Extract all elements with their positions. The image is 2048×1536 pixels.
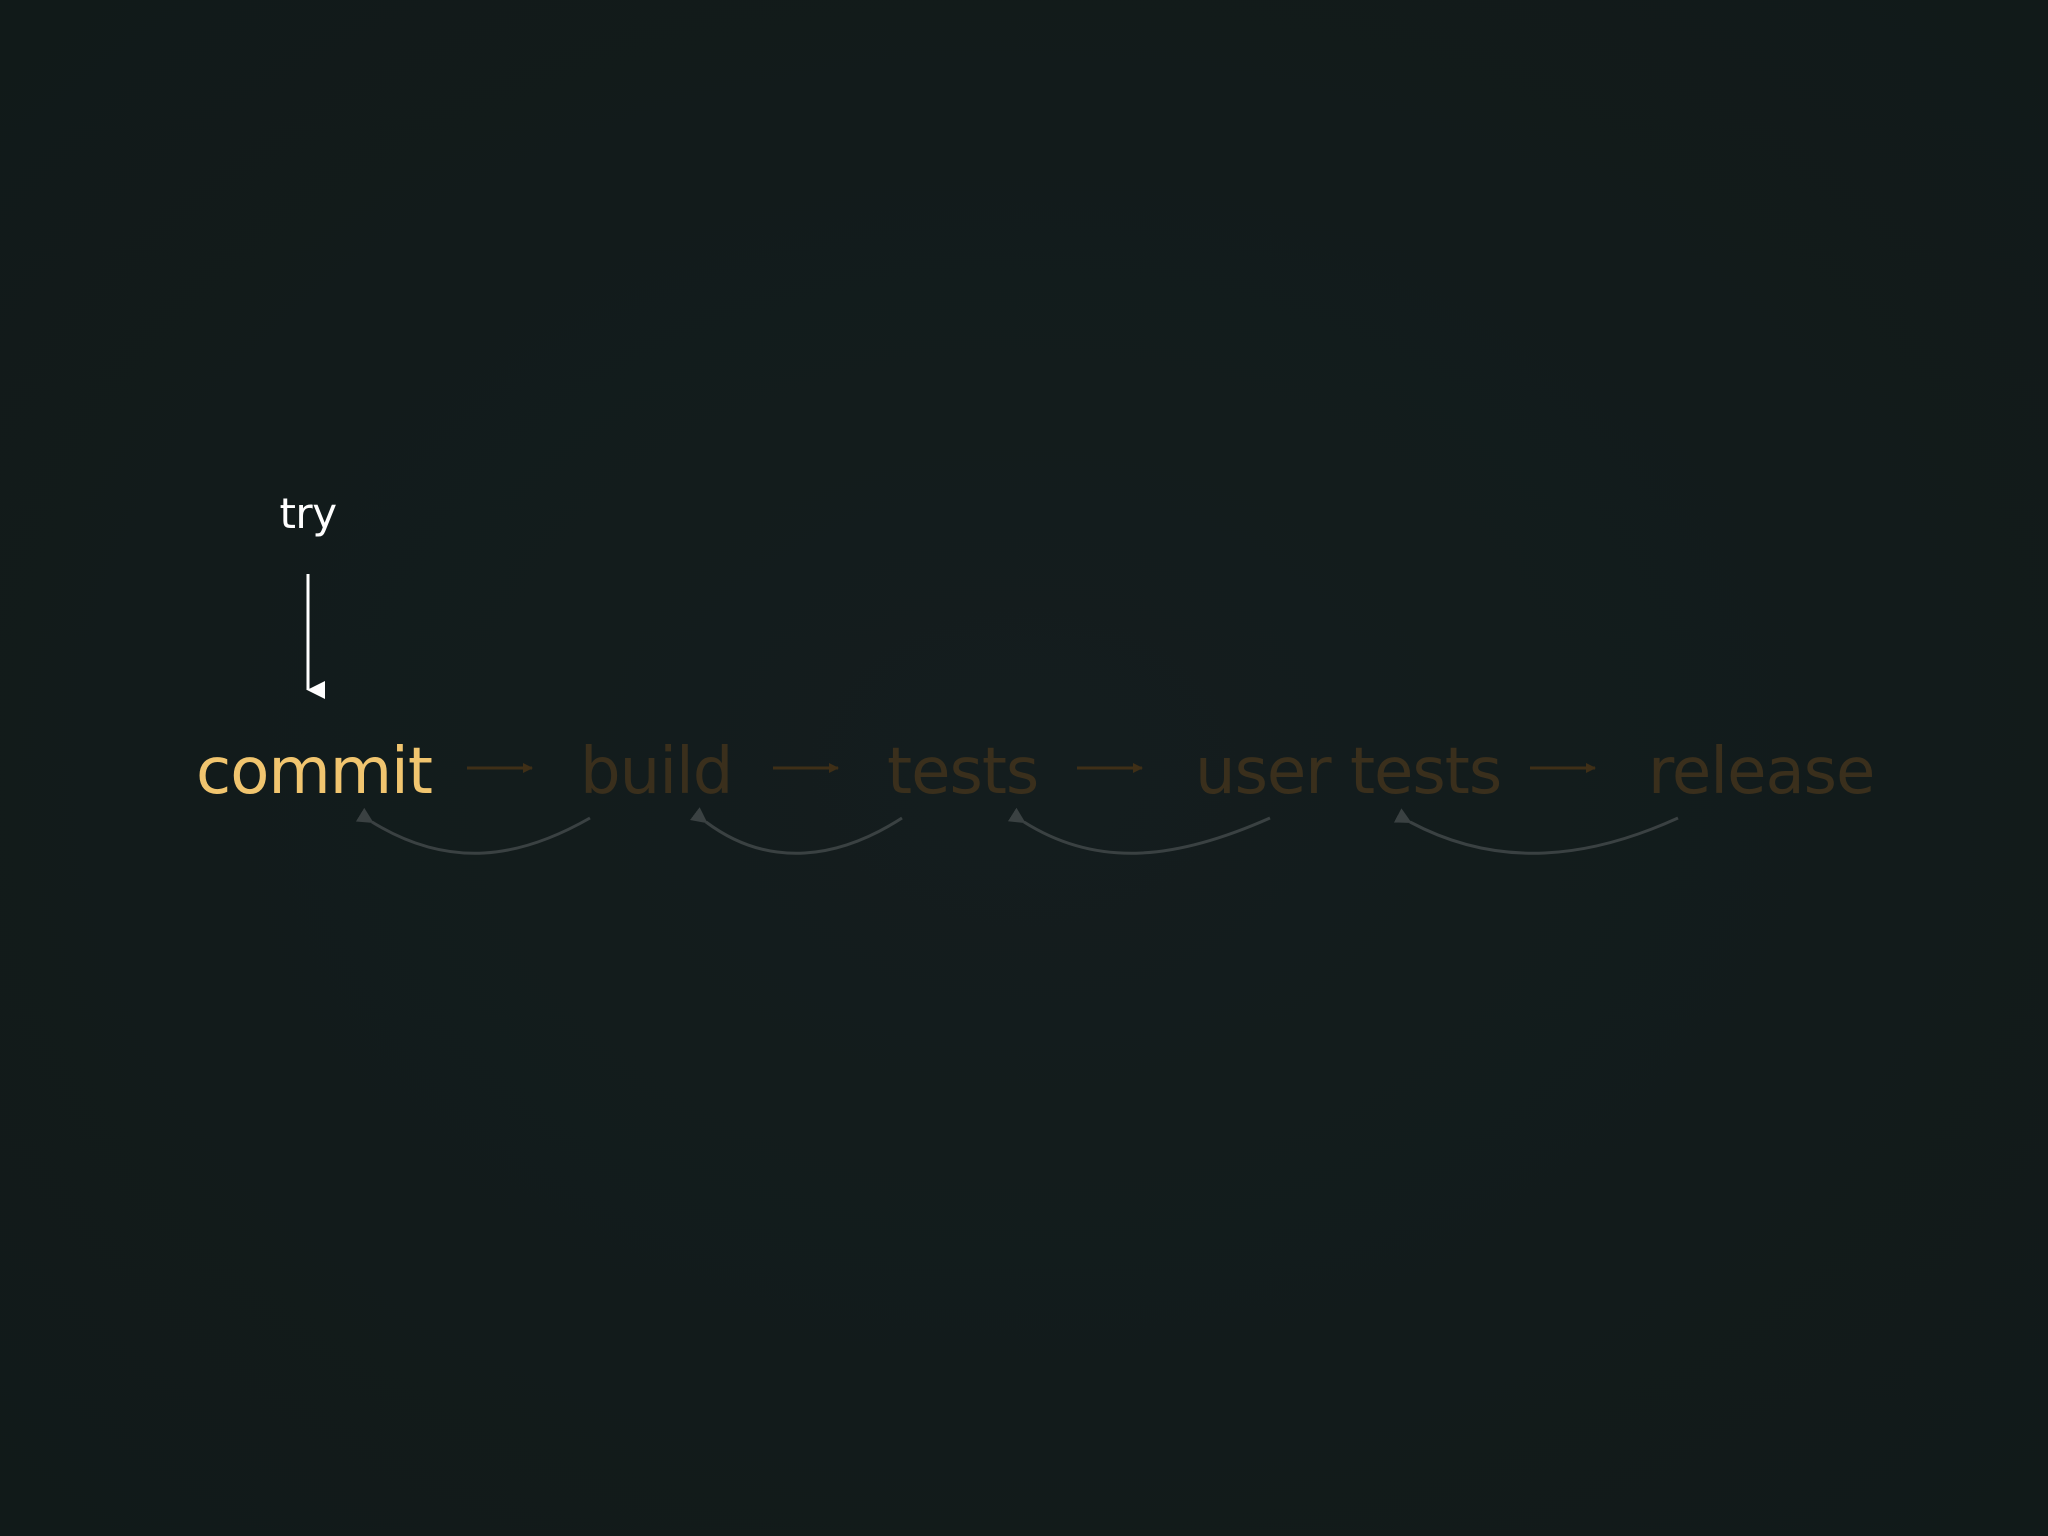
stage-tests: tests bbox=[887, 735, 1039, 809]
feedback-arrow-release-usertests bbox=[1393, 808, 1679, 855]
stage-build: build bbox=[580, 735, 733, 809]
try-label: try bbox=[279, 489, 337, 538]
feedback-arrow-usertests-tests bbox=[1007, 807, 1271, 855]
feedback-arrow-build-commit bbox=[355, 807, 591, 855]
feedback-arrow-tests-build bbox=[689, 807, 903, 855]
stage-user-tests: user tests bbox=[1195, 735, 1502, 809]
stage-commit: commit bbox=[196, 735, 433, 809]
stage-release: release bbox=[1648, 735, 1875, 809]
